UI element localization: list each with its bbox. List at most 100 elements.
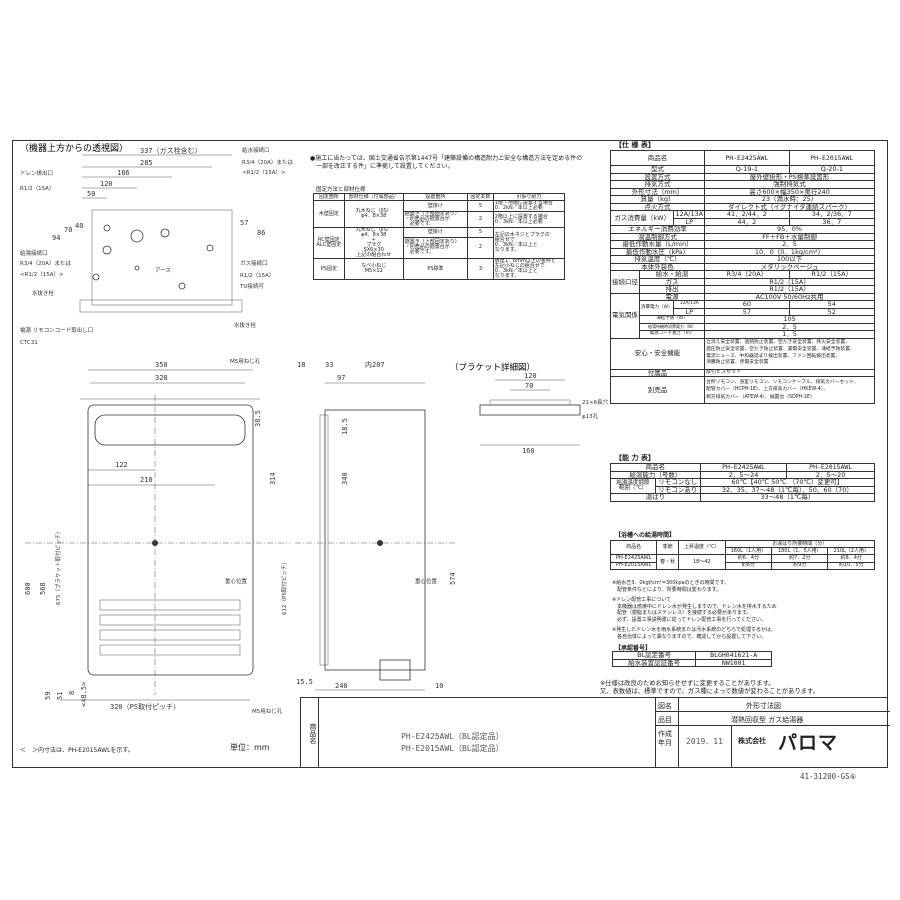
side_view-dims-3: 97 — [337, 374, 345, 382]
top_view-dims-6: 70 — [64, 226, 72, 234]
top_view-labels-gas_size: R1/2（15A） — [240, 272, 274, 279]
note-drain-disposal: ※発生したドレン水を雨水系統または汚水系統のどちらで処理するかは、 各自治体によ… — [612, 627, 776, 640]
fix_table-rows-2-part: なべ小ねじ M5×12 — [343, 258, 404, 281]
unit-label: 単位：mm — [230, 743, 270, 752]
top_view-labels-water_in_size2: <R1/2（15A）> — [242, 169, 286, 176]
bracket-title: （ブラケット詳細図） — [450, 362, 535, 373]
fix_table-rows-1-b: 据置き（上部固定あり） ・別売品の据置台が 必要です。 — [402, 236, 469, 260]
spec-rows-gas_13a_v-0: 41．2/44．2 — [704, 210, 790, 219]
bath_time-headers-2: 上昇温度（℃） — [678, 539, 726, 556]
capacity-remote: リモコンあり — [654, 485, 701, 494]
bath_time-rows-1-vals-0: 約8分 — [724, 561, 773, 570]
fix_table-rows-1-force: 左記の木ネジとプラグの 組合せで 0．3kN／本以上と なります。 — [492, 227, 566, 260]
capacity-title: 【能 力 表】 — [615, 454, 655, 462]
spec-title: 【仕 様 表】 — [615, 141, 655, 149]
top_view-labels-hot_out: 給湯接続口 — [20, 249, 48, 257]
fix-table-title: 固定方法と部材仕様 — [316, 187, 366, 193]
drawing-label: 図名 — [658, 702, 672, 710]
front_view-dims-7: 314 — [269, 472, 277, 485]
item-label: 品目 — [658, 716, 672, 724]
top_view-labels-drain_plug1: 水抜き栓 — [32, 289, 55, 297]
spec-rows-ctrl_v: FF＋FB＋水量制御 — [704, 232, 875, 241]
spec-rows-gas_13a: 12A/13A — [673, 210, 706, 219]
top-view-title: （機器上方からの透視図） — [20, 142, 128, 154]
capacity-no_remote: リモコンなし — [654, 478, 701, 487]
fix_table-rows-2-an: 3 — [467, 258, 494, 281]
bath_time-season: 春・秋 — [656, 554, 680, 570]
top_view-labels-hot_out_size2: <R1/2（15A）> — [20, 271, 64, 278]
spec-rows-safety: 安心・安全機能 — [609, 337, 706, 370]
drawing-frame — [12, 140, 888, 768]
front_view-dims-5: 568 — [39, 582, 47, 595]
spec-rows-conn: 接続口径 — [610, 270, 640, 294]
fix_table-rows-1-part: 丸木ねじ（JIS） φ4．8×38 ＋ プラグ SX6×30 上記の組合わせ — [343, 227, 404, 260]
spec-rows-eff_v: 95．0% — [704, 225, 875, 234]
spec-rows-conn_w_v-0: R3/4（20A） — [704, 270, 790, 279]
bracket-dims-4: φ13孔 — [582, 412, 599, 420]
bath_time-rows-0-vals-2: 約8．4分 — [827, 554, 875, 563]
company-prefix: 株式会社 — [738, 737, 766, 745]
fix_table-rows-2-force: 板厚1．6mm以上の金枠と 左記小ねじの組合せで 0．3kN／本以上と なります… — [492, 258, 566, 281]
front_view-dims-3: 210 — [140, 476, 153, 484]
top_view-dims-5: 94 — [52, 234, 60, 242]
fix_table-rows-0-force_a: 1階・地階に設置する場合 0．2kN／本以上必要 — [492, 200, 566, 213]
side_view-dims-0: 18 — [297, 361, 305, 369]
bracket-dims-0: 120 — [524, 372, 537, 380]
top_view-labels-hot_out_size: R3/4（20A）または — [20, 260, 71, 267]
spec-rows-exhaust: 排気方式 — [609, 180, 706, 189]
front_view-dims-12: 8 — [68, 691, 76, 695]
side_view-labels-center: 重心位置 — [415, 577, 438, 585]
bath_time-subheaders-2: 210L（2人用） — [827, 547, 875, 556]
side_view-dims-8: 10 — [435, 682, 443, 690]
approval-rows-1-0: 給水装置認証番号 — [611, 658, 697, 667]
top_view-labels-power: 電源 リモコンコード取出し口 — [20, 326, 93, 334]
front_view-labels-m5_top: M5用ねじ孔 — [230, 357, 261, 365]
front_view-dims-1: 328 — [155, 374, 168, 382]
spec-rows-standby_v: 2．5 — [704, 322, 875, 331]
spec-rows-opt: 別売品 — [609, 376, 706, 404]
spec-rows-standby: 給湯待機時消費電力（W） — [638, 322, 706, 331]
capacity-cap: 給湯能力（号数） — [610, 470, 701, 479]
spec-rows-color_v: メタリックベージュ — [704, 262, 875, 271]
front_view-dims-10: 59 — [44, 692, 52, 700]
install-note: ●施工に当たっては、国土交通省告示第1447号「建築設備の構造耐力上安全な構造方… — [310, 155, 583, 170]
spec-rows-conn_g: ガス — [638, 277, 706, 286]
capacity-bath_v: 33～48（1℃毎） — [699, 493, 876, 502]
fix_table-rows-2-a: PS標準 — [402, 258, 469, 281]
spec-rows-conn_w: 給水・給湯 — [638, 270, 706, 279]
spec-rows-safety_v: 立消え安全装置、過熱防止装置、空だき安全装置、残火安全装置、 過圧防止安全装置、… — [704, 337, 875, 370]
spec-rows-conn_d: 排出 — [638, 285, 706, 294]
top_view-labels-gas: ガス接続口 — [240, 259, 268, 267]
side_view-dims-1: 33 — [325, 361, 333, 369]
top_view-dims-9: 86 — [257, 229, 265, 237]
spec-rows-minflow: 最低作動水量（L/min） — [609, 240, 706, 249]
side_view-dims-4: 340 — [341, 472, 349, 485]
fix_table-rows-0-part: 丸木ねじ（JIS） φ4．8×38 — [343, 200, 404, 229]
top_view-labels-drain_plug2: 水抜き栓 — [234, 321, 257, 329]
top_view-dims-0: 337（ガス栓含む） — [140, 146, 202, 155]
bath_time-rows-1-vals-2: 約10．5分 — [827, 561, 875, 570]
fix_table-rows-2-place: PS固定 — [313, 258, 345, 281]
spec-rows-cons_13a_v-0: 60 — [704, 300, 790, 309]
spec-rows-cons_lp: LP — [673, 307, 706, 316]
bracket-dims-2: 160 — [522, 447, 535, 455]
dim-15-5: 15.5 — [296, 678, 313, 686]
spec-rows-gas_13a_v-1: 34．2/36．7 — [788, 210, 876, 219]
top-view-drawing: （機器上方からの透視図） 337（ガス栓含む） 285 186 120 50 9… — [20, 142, 293, 346]
date: 2019．11 — [686, 737, 723, 746]
approval-rows-0-0: BL認定番号 — [611, 651, 697, 660]
fix_table-headers-1: 部材仕様（付属部品） — [343, 192, 404, 202]
spec-rows-minflow_v: 2．5 — [704, 240, 875, 249]
side_view-dims-5: 18.5 — [341, 418, 349, 435]
product-label: 商品名 — [301, 698, 319, 768]
capacity-name: 商品名 — [610, 463, 701, 472]
fix_table-headers-2: 設置箇所 — [402, 192, 469, 202]
top_view-labels-water_in: 給水接続口 — [242, 146, 270, 154]
spec-rows-ignition_v: ダイレクト式（イグナイタ連続スパーク） — [704, 202, 875, 211]
spec-rows-exhaust_v: 強制排気式 — [704, 180, 875, 189]
date-label: 作成 年月 — [658, 730, 672, 748]
top_view-labels-water_in_size: R3/4（20A）または — [242, 159, 293, 166]
